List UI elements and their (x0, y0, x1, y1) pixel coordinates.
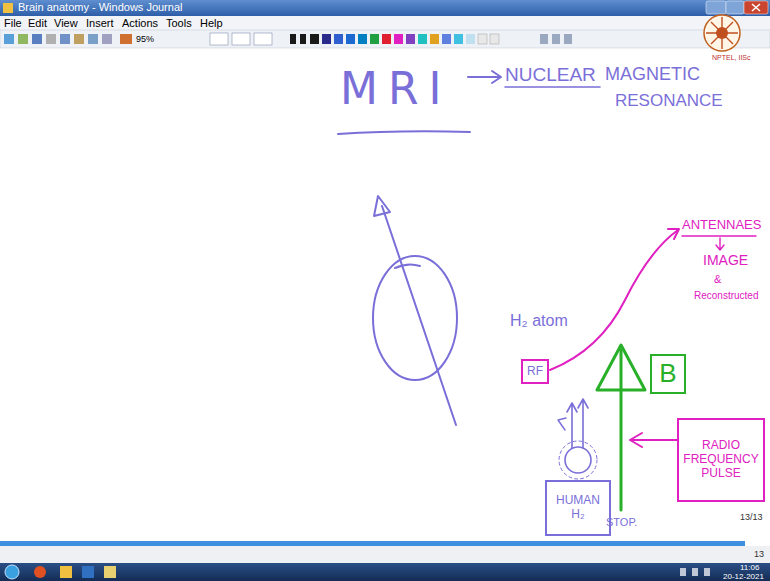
signal-arrowhead (668, 229, 679, 239)
handwritten-note: RESONANCE (615, 91, 723, 111)
menu-item: Tools (166, 17, 192, 30)
toolbar (0, 30, 770, 48)
close-button (744, 1, 768, 14)
taskbar (0, 563, 770, 581)
toolbar-icons (4, 33, 572, 45)
spin-up-arrow (578, 399, 588, 448)
menu-item: View (54, 17, 78, 30)
title-bar (0, 0, 770, 16)
handwritten-note: ANTENNAES (682, 218, 761, 233)
arrow-to-expansion (468, 71, 501, 83)
clock-time: 11:06 (740, 563, 759, 572)
handwritten-note: MAGNETIC (605, 64, 700, 85)
logo-text: NPTEL, IISc (712, 54, 751, 62)
handwritten-note: H₂ atom (510, 312, 568, 330)
status-bar (0, 546, 770, 563)
page-number: 13 (754, 549, 764, 559)
handwritten-note: Reconstructed (694, 290, 758, 302)
menu-item: Help (200, 17, 223, 30)
menu-item: File (4, 17, 22, 30)
field-box: B (650, 354, 686, 394)
app-icon (3, 3, 13, 13)
menu-item: Edit (28, 17, 47, 30)
precession-path (559, 441, 597, 479)
node-text: HUMAN H₂ (550, 494, 606, 522)
node-text: RADIO FREQUENCY PULSE (682, 439, 760, 480)
magnetic-field-arrow (620, 350, 623, 510)
handwritten-note: & (714, 273, 721, 286)
handwritten-title: MRI (340, 64, 452, 115)
human-box: HUMAN H₂ (545, 480, 611, 536)
receiver-box: RF (521, 359, 549, 384)
node-text: RF (527, 365, 543, 379)
scroll-bar (0, 541, 745, 546)
tilted-spin-mark (558, 418, 566, 430)
pulse-arrow (630, 433, 677, 447)
menu-item: Actions (122, 17, 158, 30)
menu-item: Insert (86, 17, 114, 30)
nuclear-underline (505, 86, 600, 88)
handwritten-note: NUCLEAR (505, 64, 596, 86)
page-counter: 13/13 (740, 512, 763, 522)
to-image-arrow (716, 238, 724, 250)
nucleus-circle (373, 256, 457, 380)
handwritten-note: IMAGE (703, 252, 748, 268)
human-nucleus (565, 447, 591, 473)
antennae-underline (682, 235, 756, 236)
menu-bar (0, 16, 770, 30)
spin-axis (382, 206, 456, 425)
signal-curve (550, 230, 678, 370)
maximize-button (726, 1, 744, 14)
zoom-level: 95% (136, 34, 154, 44)
title-underline (338, 131, 470, 134)
nptel-logo (704, 15, 740, 51)
close-icon (752, 4, 760, 11)
spin-arrowhead (374, 196, 390, 216)
clock-date: 20-12-2021 (723, 572, 764, 581)
window-title: Brain anatomy - Windows Journal (18, 1, 182, 14)
node-text: B (659, 359, 676, 389)
spin-rotation-mark (395, 264, 420, 268)
pulse-box: RADIO FREQUENCY PULSE (677, 418, 765, 502)
field-arrowhead (597, 345, 645, 390)
spin-up-arrow (567, 403, 577, 448)
taskbar-icons (5, 565, 710, 579)
minimize-button (706, 1, 726, 14)
